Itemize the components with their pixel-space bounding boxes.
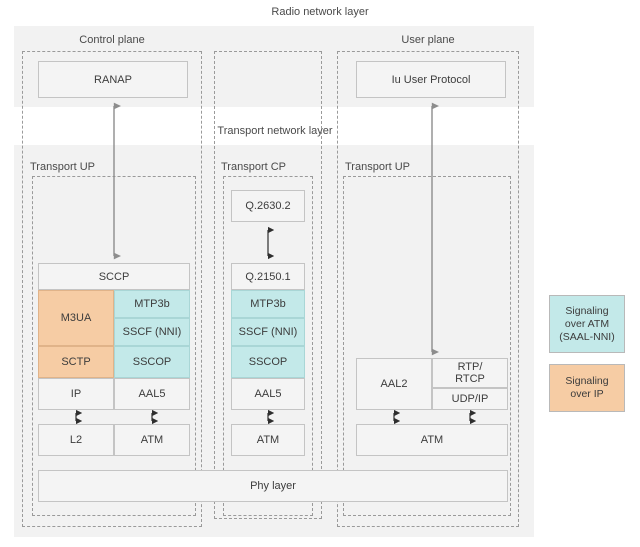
transport-cp-label: Transport CP [221,161,287,173]
q2150-1-box: Q.2150.1 [231,263,305,290]
q2630-2-box: Q.2630.2 [231,190,305,222]
mtp3b-box-cp: MTP3b [114,290,190,318]
rtp-rtcp-box: RTP/ RTCP [432,358,508,388]
diagram-title: Radio network layer [271,6,369,18]
cp-transport-up-label: Transport UP [30,161,96,173]
l2-box: L2 [38,424,114,456]
legend-ip-line2: over IP [570,388,604,400]
m3ua-box: M3UA [38,290,114,346]
udp-ip-box: UDP/IP [432,388,508,410]
legend-signaling-over-atm: Signaling over ATM (SAAL-NNI) [549,295,625,353]
user-plane-frame [337,51,519,527]
sscop-box-cp: SSCOP [114,346,190,378]
ranap-box: RANAP [38,61,188,98]
control-plane-label: Control plane [79,34,145,46]
sccp-box: SCCP [38,263,190,290]
legend-signaling-over-ip: Signaling over IP [549,364,625,412]
control-plane-frame [22,51,202,527]
atm-box-tcp: ATM [231,424,305,456]
sscop-box-tcp: SSCOP [231,346,305,378]
legend-atm-line2: over ATM [564,317,610,330]
phy-layer-box: Phy layer [38,470,508,502]
sctp-box: SCTP [38,346,114,378]
up-transport-up-label: Transport UP [345,161,411,173]
transport-network-layer-gap [14,107,534,145]
atm-box-up: ATM [356,424,508,456]
iu-user-protocol-box: Iu User Protocol [356,61,506,98]
aal5-box-cp: AAL5 [114,378,190,410]
legend-ip-line1: Signaling [565,375,609,387]
aal2-box: AAL2 [356,358,432,410]
ip-box: IP [38,378,114,410]
mtp3b-box-tcp: MTP3b [231,290,305,318]
user-plane-label: User plane [401,34,455,46]
up-transport-up-frame [343,176,511,516]
transport-cp-frame [223,176,313,516]
legend-atm-line1: Signaling [565,304,609,317]
rtp-rtcp-line2: RTCP [455,373,485,385]
sscf-nni-box-cp: SSCF (NNI) [114,318,190,346]
legend-atm-line3: (SAAL-NNI) [559,330,615,343]
transport-cp-column-frame [214,51,322,519]
aal5-box-tcp: AAL5 [231,378,305,410]
sscf-nni-box-tcp: SSCF (NNI) [231,318,305,346]
rtp-rtcp-line1: RTP/ [457,361,483,373]
atm-box-cp: ATM [114,424,190,456]
transport-network-layer-label: Transport network layer [217,125,333,137]
